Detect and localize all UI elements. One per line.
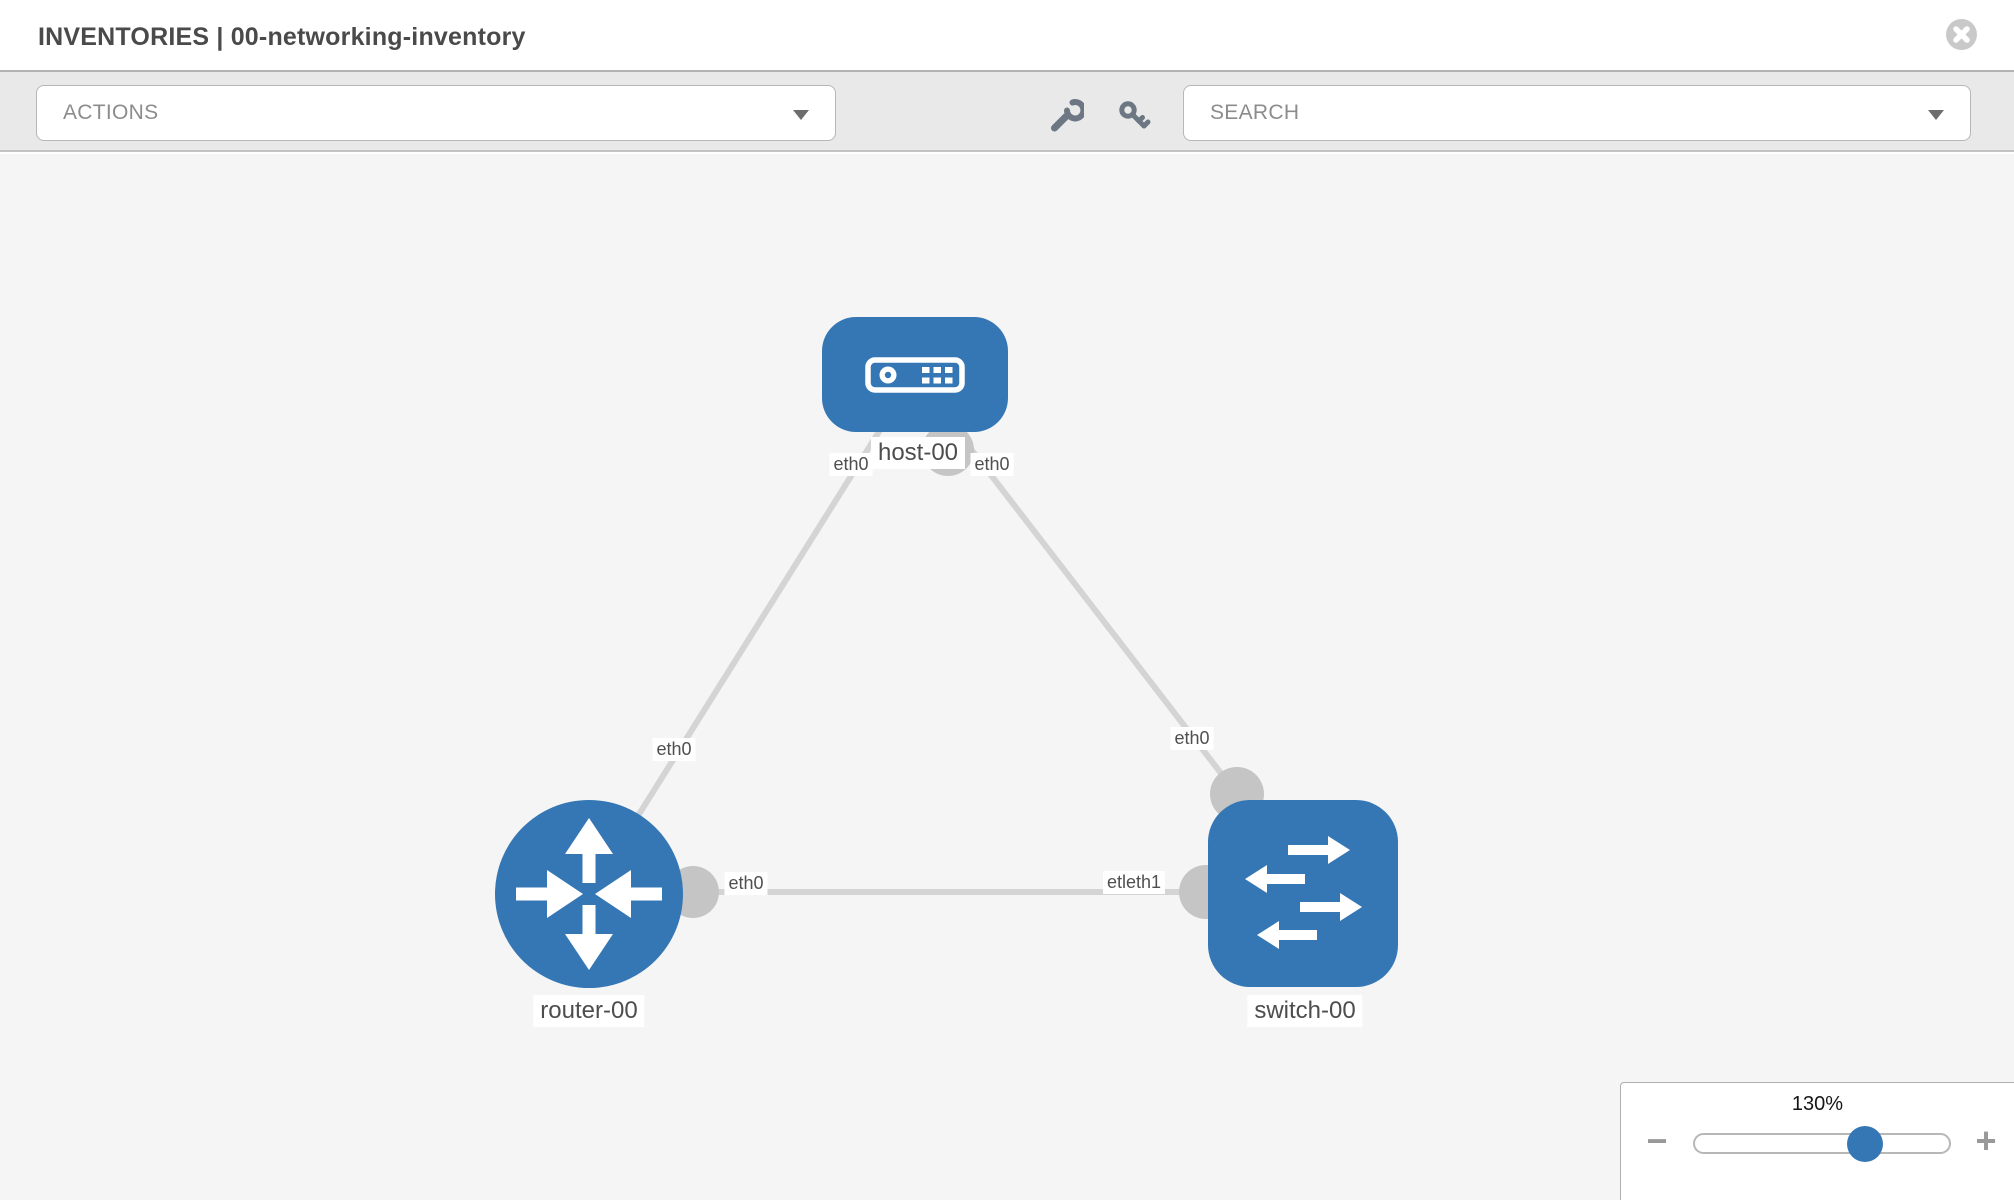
zoom-slider-track[interactable] [1693, 1126, 1951, 1162]
header: INVENTORIES | 00-networking-inventory [0, 0, 2014, 70]
zoom-slider-thumb[interactable] [1847, 1126, 1883, 1162]
node-host-00[interactable] [822, 317, 1008, 432]
zoom-level: 130% [1791, 1093, 1844, 1115]
page-title: INVENTORIES | 00-networking-inventory [38, 23, 526, 51]
router-icon [516, 818, 662, 970]
close-button[interactable] [1946, 19, 1977, 50]
tools-button[interactable] [1048, 99, 1087, 133]
host-icon [865, 357, 965, 393]
zoom-out-button[interactable]: − [1637, 1119, 1677, 1163]
interface-label: eth0 [1170, 727, 1214, 750]
node-label-host[interactable]: host-00 [870, 437, 966, 469]
actions-dropdown[interactable]: ACTIONS [36, 85, 836, 141]
node-label-switch[interactable]: switch-00 [1247, 995, 1363, 1027]
actions-dropdown-label: ACTIONS [63, 101, 159, 124]
node-router-00[interactable] [495, 800, 683, 988]
interface-label: eth0 [829, 453, 873, 476]
toolbar: ACTIONS SEARCH [0, 70, 2014, 152]
interface-label: eth0 [652, 738, 696, 761]
wrench-icon [1051, 99, 1087, 132]
interface-label: eth0 [970, 453, 1014, 476]
chevron-down-icon [793, 110, 809, 120]
interface-label: etleth1 [1102, 871, 1166, 894]
search-dropdown[interactable]: SEARCH [1183, 85, 1971, 141]
zoom-in-button[interactable]: + [1966, 1119, 2006, 1163]
node-switch-00[interactable] [1208, 800, 1398, 987]
search-placeholder: SEARCH [1210, 101, 1300, 124]
switch-icon [1245, 836, 1362, 949]
zoom-panel: 130% − + [1620, 1082, 2014, 1200]
key-icon [1119, 101, 1151, 129]
topology-canvas[interactable]: host-00 router-00 switch-00 eth0 eth0 et… [0, 154, 2014, 1200]
chevron-down-icon [1928, 110, 1944, 120]
node-label-router[interactable]: router-00 [533, 995, 645, 1027]
interface-label: eth0 [724, 872, 768, 895]
key-button[interactable] [1117, 99, 1153, 133]
close-icon [1946, 19, 1977, 50]
